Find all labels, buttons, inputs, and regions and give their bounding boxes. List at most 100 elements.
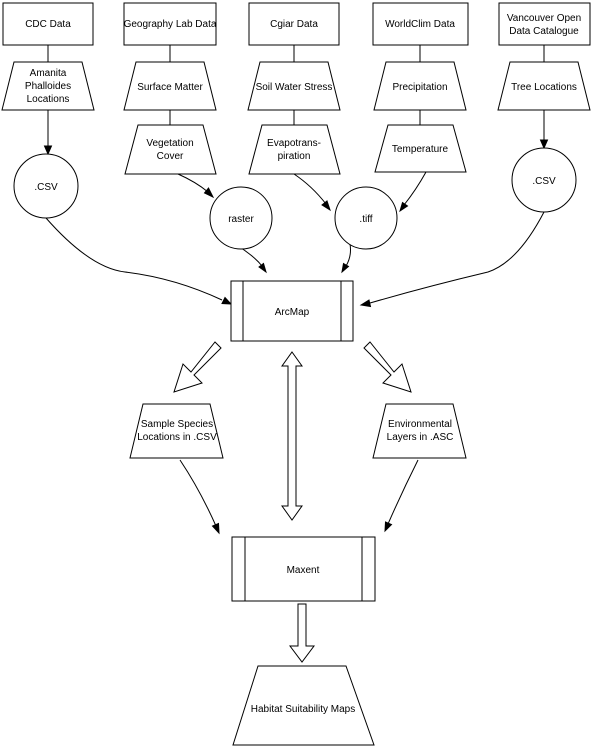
node-environmental-layers: Environmental Layers in .ASC [372, 403, 467, 459]
label-temperature: Temperature [392, 144, 449, 155]
edge-env-maxent [387, 459, 419, 525]
svg-text:Tree Locations: Tree Locations [511, 82, 577, 93]
arrowhead [384, 521, 393, 533]
svg-text:Temperature: Temperature [392, 144, 449, 155]
layer-row-2: Vegetation Cover Evapotrans- piration Te… [124, 124, 467, 175]
node-temperature: Temperature [374, 124, 467, 173]
svg-text:Evapotrans-: Evapotrans- [267, 138, 321, 149]
node-vancouver-open-data: Vancouver Open Data Catalogue [498, 2, 591, 46]
label-vegetation-line-1: Vegetation [146, 138, 193, 149]
svg-text:Vancouver Open: Vancouver Open [507, 13, 581, 24]
node-tiff: .tiff [334, 186, 398, 250]
svg-text:.tiff: .tiff [359, 214, 372, 225]
label-amanita-line-3: Locations [27, 94, 70, 105]
arrowhead [43, 145, 53, 156]
svg-text:Soil Water Stress: Soil Water Stress [256, 82, 333, 93]
label-arcmap: ArcMap [275, 307, 310, 318]
block-arrow-arcmap-env [363, 341, 412, 393]
edge-temperature-tiff [403, 171, 427, 206]
svg-text:Sample Species: Sample Species [141, 419, 213, 430]
label-evapo-line-1: Evapotrans- [267, 138, 321, 149]
label-habitat: Habitat Suitability Maps [251, 704, 356, 715]
arrowhead [359, 299, 372, 308]
svg-text:Data Catalogue: Data Catalogue [509, 26, 579, 37]
arrowhead [399, 201, 409, 213]
edge-vegetation-raster [177, 173, 209, 193]
svg-text:Vegetation: Vegetation [146, 138, 193, 149]
svg-text:Locations: Locations [27, 94, 70, 105]
label-vancouver-line-1: Vancouver Open [507, 13, 581, 24]
svg-text:Cgiar Data: Cgiar Data [270, 19, 318, 30]
label-soil-water-stress: Soil Water Stress [256, 82, 333, 93]
svg-text:.CSV: .CSV [34, 182, 58, 193]
arrowhead [211, 522, 220, 535]
edge-csv-right-arcmap [369, 211, 545, 304]
label-vancouver-line-2: Data Catalogue [509, 26, 579, 37]
node-surface-matter: Surface Matter [123, 61, 217, 111]
label-tree-locations: Tree Locations [511, 82, 577, 93]
format-row: .CSV raster .tiff .CSV [13, 147, 577, 250]
label-sample-line-2: Locations in .CSV [137, 432, 217, 443]
label-csv-left: .CSV [34, 182, 58, 193]
layer-row: Amanita Phalloides Locations Surface Mat… [1, 61, 591, 111]
label-amanita-line-2: Phalloides [25, 81, 71, 92]
node-precipitation: Precipitation [373, 61, 467, 111]
label-worldclim-data: WorldClim Data [385, 19, 455, 30]
node-soil-water-stress: Soil Water Stress [247, 61, 341, 111]
node-csv-right: .CSV [511, 147, 577, 213]
svg-text:Layers in .ASC: Layers in .ASC [387, 432, 454, 443]
svg-text:Amanita: Amanita [30, 68, 67, 79]
block-arrow-arcmap-maxent [281, 351, 303, 521]
svg-text:Locations in .CSV: Locations in .CSV [137, 432, 217, 443]
label-evapo-line-2: piration [278, 151, 311, 162]
block-arrow-maxent-habitat [289, 603, 315, 663]
node-sample-species: Sample Species Locations in .CSV [129, 403, 224, 459]
node-csv-left: .CSV [13, 153, 79, 219]
node-worldclim-data: WorldClim Data [372, 2, 469, 46]
label-vegetation-line-2: Cover [157, 151, 184, 162]
svg-text:Phalloides: Phalloides [25, 81, 71, 92]
source-row: CDC Data Geography Lab Data Cgiar Data W… [2, 2, 591, 46]
arrowhead [321, 200, 331, 212]
svg-text:ArcMap: ArcMap [275, 307, 310, 318]
svg-text:Cover: Cover [157, 151, 184, 162]
edge-csv-arcmap [45, 217, 223, 301]
node-geography-lab-data: Geography Lab Data [123, 2, 217, 46]
edge-evapo-tiff [293, 173, 327, 205]
node-cdc-data: CDC Data [2, 2, 94, 46]
node-raster: raster [209, 186, 273, 250]
label-env-line-2: Layers in .ASC [387, 432, 454, 443]
block-arrow-arcmap-sample [173, 341, 222, 393]
node-tree-locations: Tree Locations [497, 61, 591, 111]
label-cgiar-data: Cgiar Data [270, 19, 318, 30]
edge-tiff-arcmap [345, 243, 351, 267]
node-vegetation-cover: Vegetation Cover [124, 124, 217, 175]
svg-text:Maxent: Maxent [287, 565, 320, 576]
arrowhead [341, 262, 350, 274]
label-surface-matter: Surface Matter [137, 82, 203, 93]
block-arrows [173, 341, 412, 663]
label-raster: raster [228, 214, 254, 225]
arrowhead [539, 139, 549, 150]
svg-text:.CSV: .CSV [532, 176, 556, 187]
node-habitat-suitability-maps: Habitat Suitability Maps [232, 665, 375, 746]
label-csv-right: .CSV [532, 176, 556, 187]
svg-text:piration: piration [278, 151, 311, 162]
arrowhead [203, 187, 215, 199]
node-cgiar-data: Cgiar Data [248, 2, 340, 46]
svg-text:WorldClim Data: WorldClim Data [385, 19, 455, 30]
edges [43, 45, 549, 535]
svg-text:Precipitation: Precipitation [392, 82, 447, 93]
label-geography-lab-data: Geography Lab Data [124, 19, 217, 30]
svg-text:Geography Lab Data: Geography Lab Data [124, 19, 217, 30]
arrowhead [258, 262, 267, 274]
node-amanita-locations: Amanita Phalloides Locations [1, 61, 95, 111]
svg-text:raster: raster [228, 214, 254, 225]
label-tiff: .tiff [359, 214, 372, 225]
arrowhead [221, 296, 233, 305]
node-maxent: Maxent [231, 536, 376, 602]
svg-text:Habitat Suitability Maps: Habitat Suitability Maps [251, 704, 356, 715]
label-env-line-1: Environmental [388, 419, 452, 430]
svg-text:Surface Matter: Surface Matter [137, 82, 203, 93]
